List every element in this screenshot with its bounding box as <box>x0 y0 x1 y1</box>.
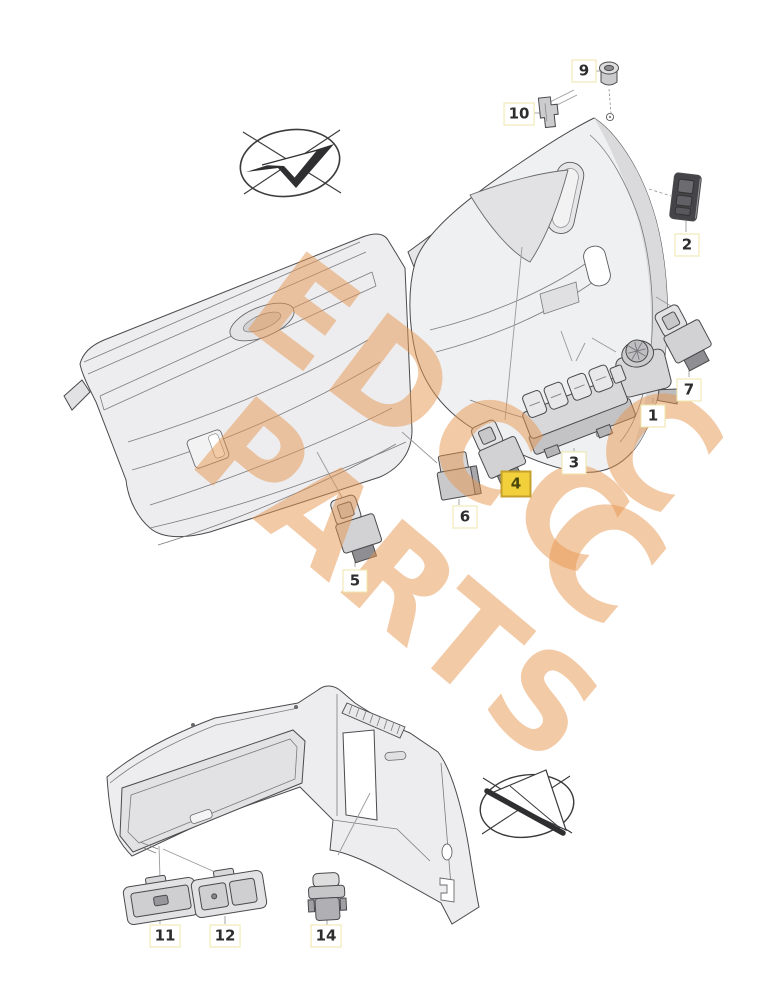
part-2-switch-panel <box>669 172 702 222</box>
callout-5[interactable]: 5 <box>342 569 368 593</box>
front-door-trim-panel-left <box>63 233 413 546</box>
callout-1[interactable]: 1 <box>640 404 666 428</box>
callout-3[interactable]: 3 <box>561 451 587 475</box>
part-11-luggage-lamp <box>122 874 200 926</box>
callout-7[interactable]: 7 <box>676 378 702 402</box>
callout-2[interactable]: 2 <box>674 233 700 257</box>
part-10-clip <box>537 96 559 129</box>
part-14-switch <box>307 872 348 921</box>
part-9-grommet <box>599 61 619 86</box>
callout-4[interactable]: 4 <box>500 470 532 498</box>
part-3-master-window-switch <box>522 364 636 459</box>
part-6-switch-housing <box>436 451 482 501</box>
callout-14[interactable]: 14 <box>310 924 342 948</box>
part-12-luggage-lamp <box>190 867 268 919</box>
callout-6[interactable]: 6 <box>452 505 478 529</box>
callout-10[interactable]: 10 <box>503 102 535 126</box>
callout-11[interactable]: 11 <box>149 924 181 948</box>
part-7-window-switch <box>654 304 712 372</box>
brand-logo-top-icon <box>239 128 342 198</box>
brand-logo-bottom-icon <box>479 769 575 839</box>
callout-9[interactable]: 9 <box>571 59 597 83</box>
part-1-mirror-switch <box>615 339 680 405</box>
callout-12[interactable]: 12 <box>209 924 241 948</box>
luggage-compartment-trim-panel <box>106 685 480 925</box>
part-5-window-switch <box>330 494 383 564</box>
